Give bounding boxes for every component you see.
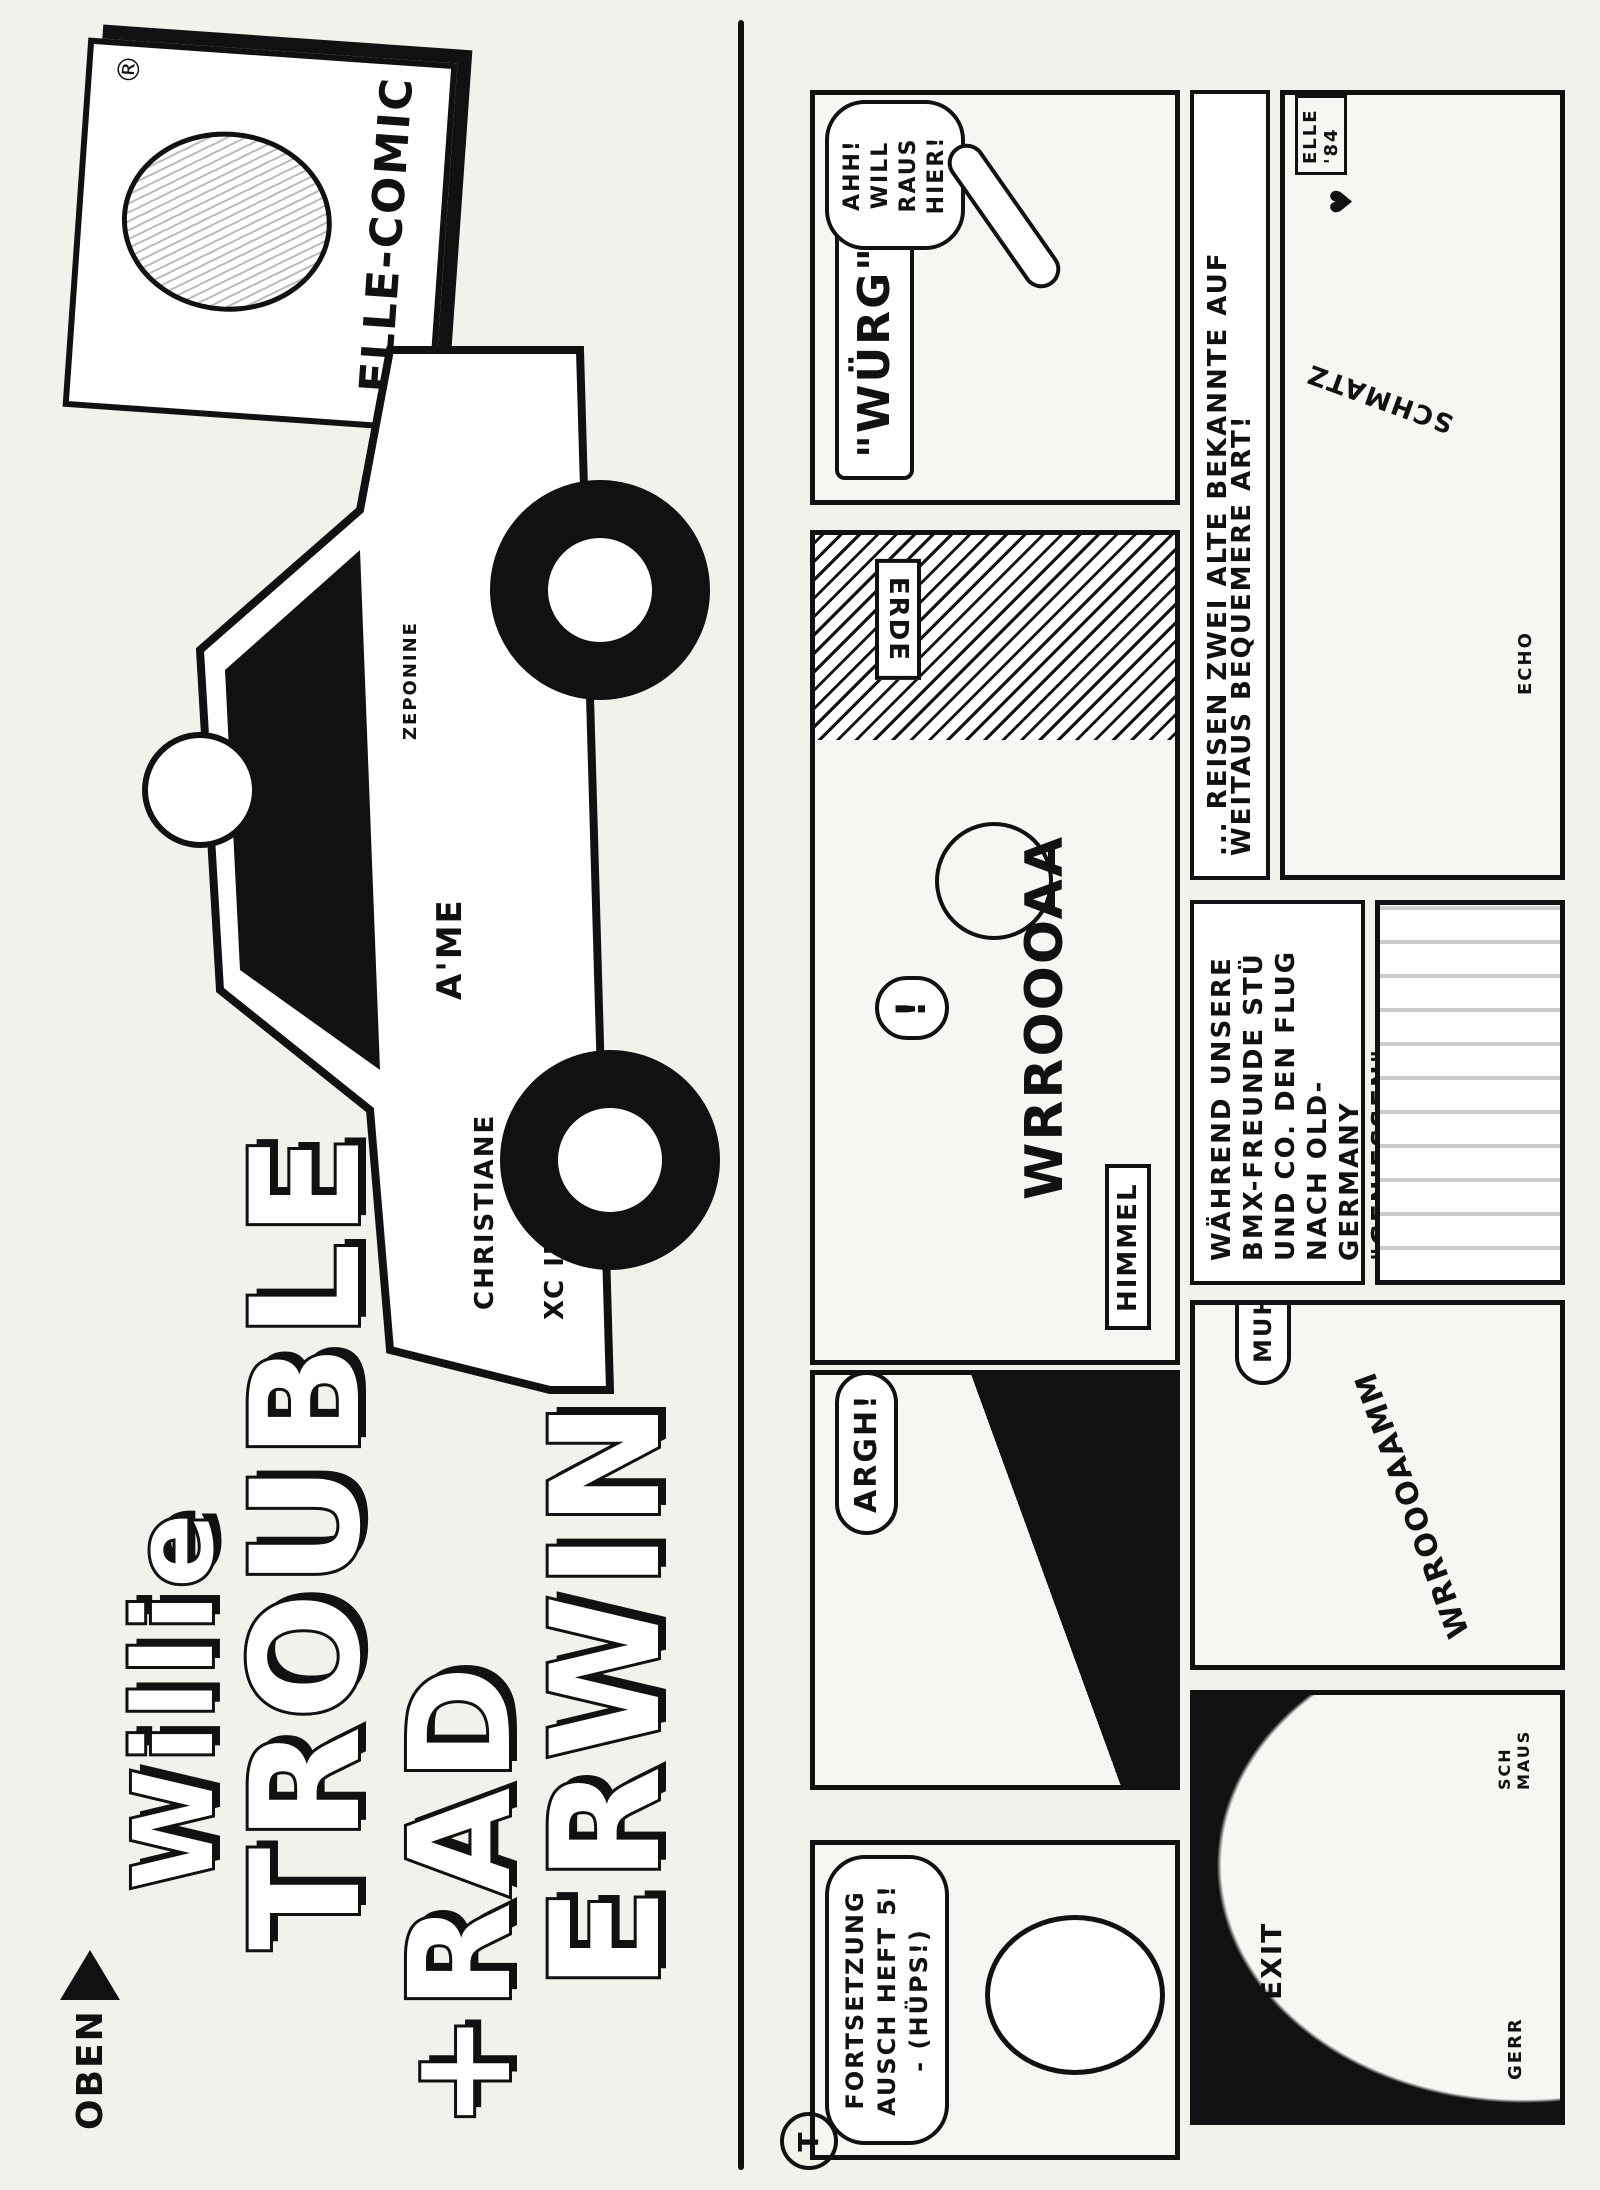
speech-fortsetzung: FORTSETZUNG AUSCH HEFT 5! - (HÜPS!)	[825, 1855, 949, 2145]
title-willie: Willie	[107, 1504, 241, 1893]
sound-wuerg: "WÜRG"	[835, 223, 914, 480]
label-gerr: GERR	[1505, 2017, 1526, 2080]
panel-wrroooaamm: WRROOOAAMM MUH	[1190, 1300, 1565, 1670]
car-illustration	[142, 346, 720, 1394]
oben-label: OBEN	[70, 2009, 111, 2130]
character-head-icon	[115, 124, 338, 319]
sun-icon	[935, 822, 1053, 940]
title-rad: Rad	[377, 1657, 546, 2013]
signature-elle-84: ELLE '84	[1295, 95, 1347, 175]
exclaim-bubble: !	[875, 975, 949, 1040]
sound-schmatz: SCHMATZ	[1302, 357, 1458, 439]
speech-muh: MUH	[1235, 1300, 1291, 1385]
speech-argh: ARGH!	[835, 1371, 898, 1535]
label-echo: ECHO	[1515, 631, 1536, 695]
title-erwin: Erwin	[517, 1392, 697, 1993]
panel-exit: EXIT SCH MAUS GERR	[1190, 1690, 1565, 2125]
panel-fortsetzung: FORTSETZUNG AUSCH HEFT 5! - (HÜPS!)	[810, 1840, 1180, 2160]
panel-crowd	[1375, 900, 1565, 1285]
sign-erde: ERDE	[875, 558, 921, 680]
panel-sky-earth: HIMMEL WRROOOAA ! ERDE	[810, 530, 1180, 1365]
registered-mark: ®	[111, 53, 149, 86]
banner-divider	[738, 20, 744, 2170]
title-plus: +	[377, 2004, 546, 2133]
heart-icon: ♥	[1325, 188, 1360, 215]
sound-wrroooaamm: WRROOOAAMM	[1347, 1366, 1478, 1643]
caption-reisen: ... REISEN ZWEI ALTE BEKANNTE AUF WEITAU…	[1190, 90, 1270, 880]
panel-reisen: SCHMATZ ECHO ELLE '84 ♥	[1280, 90, 1565, 880]
caption-waehrend: WÄHREND UNSERE BMX-FREUNDE STÜ UND CO. D…	[1190, 900, 1397, 1285]
panel-argh: ARGH!	[810, 1370, 1180, 1790]
up-arrow-icon	[60, 1950, 120, 2000]
sign-himmel: HIMMEL	[1105, 1164, 1151, 1330]
car-model-label: XC II	[540, 1243, 570, 1320]
car-side-text: A'ME	[430, 898, 470, 1000]
panel-wuerg: "WÜRG" AHH! WILL RAUS HIER!	[810, 90, 1180, 505]
character-face-icon	[985, 1915, 1165, 2075]
earth-ground	[815, 530, 1180, 740]
exit-sign: EXIT	[1255, 1921, 1288, 2000]
speech-ahh: AHH! WILL RAUS HIER!	[825, 100, 965, 250]
car-door-text: ZEPONINE	[400, 621, 421, 740]
car-name-label: CHRISTIANE	[470, 1113, 500, 1310]
page-marker: T	[780, 2112, 838, 2170]
label-sch-maus: SCH MAUS	[1495, 1729, 1533, 1790]
